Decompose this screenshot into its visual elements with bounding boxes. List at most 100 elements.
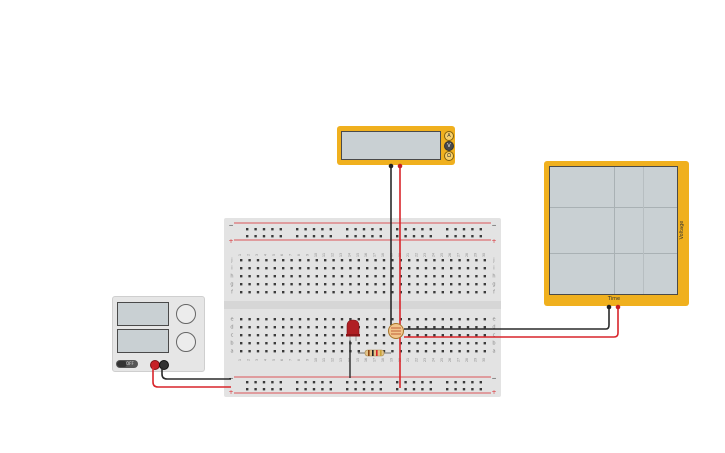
terminal-hole [441, 259, 444, 262]
power-positive-wire[interactable] [152, 367, 231, 388]
terminal-hole [332, 318, 335, 321]
rail-plus-sign: + [228, 238, 233, 245]
led-component[interactable] [346, 319, 360, 341]
terminal-hole [416, 350, 419, 353]
rail-hole [412, 228, 416, 231]
multimeter-com-terminal[interactable] [388, 163, 394, 169]
terminal-hole [248, 334, 251, 337]
power-negative-wire[interactable] [161, 367, 231, 380]
column-number-top: 22 [415, 253, 419, 257]
rail-hole [329, 381, 332, 384]
rail-hole [254, 235, 257, 238]
oscilloscope[interactable]: Time Voltage [544, 161, 689, 306]
terminal-hole [256, 350, 260, 353]
rail-hole [421, 235, 424, 238]
rail-hole [329, 228, 332, 231]
rail-hole [304, 381, 307, 384]
terminal-hole [298, 318, 302, 321]
terminal-hole [273, 275, 276, 278]
rail-hole [446, 228, 449, 231]
terminal-hole [441, 334, 444, 337]
negative-terminal[interactable] [159, 360, 169, 370]
rail-hole [296, 388, 299, 391]
terminal-hole [332, 342, 335, 345]
rail-hole [262, 388, 266, 391]
terminal-hole [273, 259, 276, 262]
oscilloscope-black-wire[interactable] [404, 308, 610, 330]
oscilloscope-red-wire[interactable] [404, 308, 619, 338]
terminal-hole [441, 342, 444, 345]
terminal-hole [441, 318, 444, 321]
terminal-hole [240, 267, 243, 270]
multimeter-mode-v[interactable]: V [444, 141, 454, 151]
power-switch[interactable] [116, 360, 138, 368]
terminal-hole [416, 342, 419, 345]
terminal-hole [458, 318, 461, 321]
row-letter: b [230, 341, 233, 347]
voltage-knob[interactable] [176, 304, 196, 324]
multimeter-mode-ohm[interactable]: Ω [444, 151, 454, 161]
terminal-hole [273, 342, 276, 345]
terminal-hole [248, 267, 251, 270]
column-number-bottom: 11 [322, 358, 326, 362]
rail-hole [421, 228, 424, 231]
terminal-hole [298, 326, 302, 329]
resistor-component[interactable] [358, 349, 391, 357]
oscilloscope-negative-terminal[interactable] [606, 304, 612, 310]
rail-hole [412, 235, 416, 238]
terminal-hole [424, 275, 428, 278]
rail-hole [262, 228, 266, 231]
multimeter-display [341, 131, 441, 160]
terminal-hole [382, 326, 386, 329]
terminal-hole [324, 283, 327, 286]
terminal-hole [307, 326, 310, 329]
column-number-bottom: 7 [289, 359, 293, 361]
oscilloscope-positive-terminal[interactable] [615, 304, 621, 310]
column-number-bottom: 10 [314, 358, 318, 362]
terminal-hole [433, 275, 436, 278]
terminal-hole [466, 350, 470, 353]
rail-hole [354, 388, 357, 391]
column-number-bottom: 21 [406, 358, 410, 362]
terminal-hole [357, 283, 360, 286]
terminal-hole [349, 283, 352, 286]
terminal-hole [424, 267, 428, 270]
rail-hole [354, 235, 357, 238]
rail-hole [254, 228, 257, 231]
rail-hole [321, 228, 324, 231]
terminal-hole [458, 291, 461, 294]
current-knob[interactable] [176, 332, 196, 352]
terminal-hole [357, 342, 360, 345]
oscilloscope-x-axis-label: Time [607, 296, 621, 302]
column-number-top: 12 [331, 253, 335, 257]
terminal-hole [450, 275, 453, 278]
multimeter-mode-a[interactable]: A [444, 131, 454, 141]
terminal-hole [483, 275, 486, 278]
rail-hole [321, 235, 324, 238]
terminal-hole [416, 283, 419, 286]
row-letter: d [230, 325, 233, 331]
terminal-hole [240, 318, 243, 321]
rail-hole [379, 228, 382, 231]
rail-hole [404, 388, 407, 391]
column-number-top: 13 [339, 253, 343, 257]
terminal-hole [315, 283, 318, 286]
multimeter[interactable]: A V Ω [337, 126, 455, 165]
terminal-hole [466, 283, 470, 286]
terminal-hole [382, 342, 386, 345]
rail-hole [454, 388, 457, 391]
terminal-hole [298, 275, 302, 278]
power-supply[interactable]: OFF [112, 296, 205, 372]
rail-hole [479, 228, 482, 231]
column-number-top: 5 [272, 254, 276, 256]
rail-hole [329, 235, 332, 238]
multimeter-v-terminal[interactable] [397, 163, 403, 169]
terminal-hole [433, 350, 436, 353]
rail-hole [312, 388, 316, 391]
terminal-hole [332, 275, 335, 278]
photoresistor-component[interactable] [388, 323, 405, 339]
terminal-hole [256, 326, 260, 329]
terminal-hole [408, 318, 411, 321]
terminal-hole [349, 259, 352, 262]
column-number-bottom: 12 [331, 358, 335, 362]
